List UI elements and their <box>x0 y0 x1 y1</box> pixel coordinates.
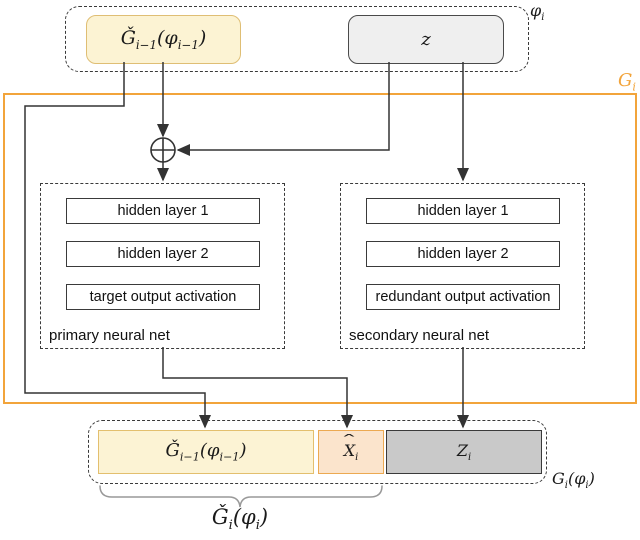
gi-phi-main: G <box>552 469 565 488</box>
brace-label-sub1: i <box>228 518 233 534</box>
g-prev-out-sub: i−1 <box>179 450 200 464</box>
g-prev-main: Ǧ <box>120 27 136 50</box>
g-prev-out-close: ) <box>239 440 247 462</box>
secondary-hidden-layer-1: hidden layer 1 <box>366 198 560 224</box>
primary-net-container: hidden layer 1 hidden layer 2 target out… <box>40 183 285 349</box>
secondary-net-caption: secondary neural net <box>349 327 490 344</box>
brace-label-main: Ǧ <box>211 505 229 529</box>
phi-i-label: φi <box>530 1 544 23</box>
z-output-node: Zi <box>386 430 542 474</box>
g-prev-out-phi: (φ <box>199 440 220 462</box>
primary-hidden-layer-2: hidden layer 2 <box>66 241 260 267</box>
g-prev-out-main: Ǧ <box>165 440 180 462</box>
phi-i-label-main: φ <box>530 1 542 20</box>
z-out-main: Z <box>456 440 468 460</box>
primary-output-activation: target output activation <box>66 284 260 310</box>
gi-phi-sub1: i <box>564 480 568 492</box>
brace-label-paren: (φ <box>232 505 256 529</box>
gi-phi-label: Gi(φi) <box>552 469 595 491</box>
g-prev-out-phi-sub: i−1 <box>219 450 240 464</box>
gi-label-main: G <box>618 70 633 91</box>
x-hat-main: X <box>343 440 356 460</box>
under-brace-icon <box>99 485 383 508</box>
secondary-output-activation: redundant output activation <box>366 284 560 310</box>
x-hat-sub: i <box>355 452 359 464</box>
wide-hat-icon: ˆ <box>340 433 359 450</box>
z-input-label: z <box>421 29 431 50</box>
g-prev-output-node: Ǧi−1(φi−1) <box>98 430 314 474</box>
gi-phi-close: ) <box>588 469 595 488</box>
primary-net-caption: primary neural net <box>49 327 170 344</box>
primary-hidden-layer-1: hidden layer 1 <box>66 198 260 224</box>
g-prev-input-node: Ǧi−1(φi−1) <box>86 15 241 64</box>
phi-i-label-sub: i <box>541 12 545 24</box>
gi-phi-paren: (φ <box>567 469 586 488</box>
secondary-net-container: hidden layer 1 hidden layer 2 redundant … <box>340 183 585 349</box>
brace-label-close: ) <box>259 505 269 529</box>
gi-label-sub: i <box>632 80 636 94</box>
g-prev-phi-sub: i−1 <box>177 37 199 52</box>
gi-phi-sub2: i <box>585 480 589 492</box>
g-check-i-label: Ǧi(φi) <box>175 505 305 533</box>
z-output-label: Zi <box>457 441 471 463</box>
g-prev-sub: i−1 <box>135 37 158 52</box>
g-prev-input-label: Ǧi−1(φi−1) <box>121 27 207 52</box>
g-prev-close: ) <box>198 27 207 50</box>
z-input-node: z <box>348 15 504 64</box>
brace-label-sub2: i <box>255 518 260 534</box>
generator-gi-label: Gi <box>618 70 636 94</box>
z-out-sub: i <box>467 452 472 464</box>
g-prev-output-label: Ǧi−1(φi−1) <box>165 440 246 464</box>
secondary-hidden-layer-2: hidden layer 2 <box>366 241 560 267</box>
g-prev-phi: (φ <box>157 27 178 50</box>
